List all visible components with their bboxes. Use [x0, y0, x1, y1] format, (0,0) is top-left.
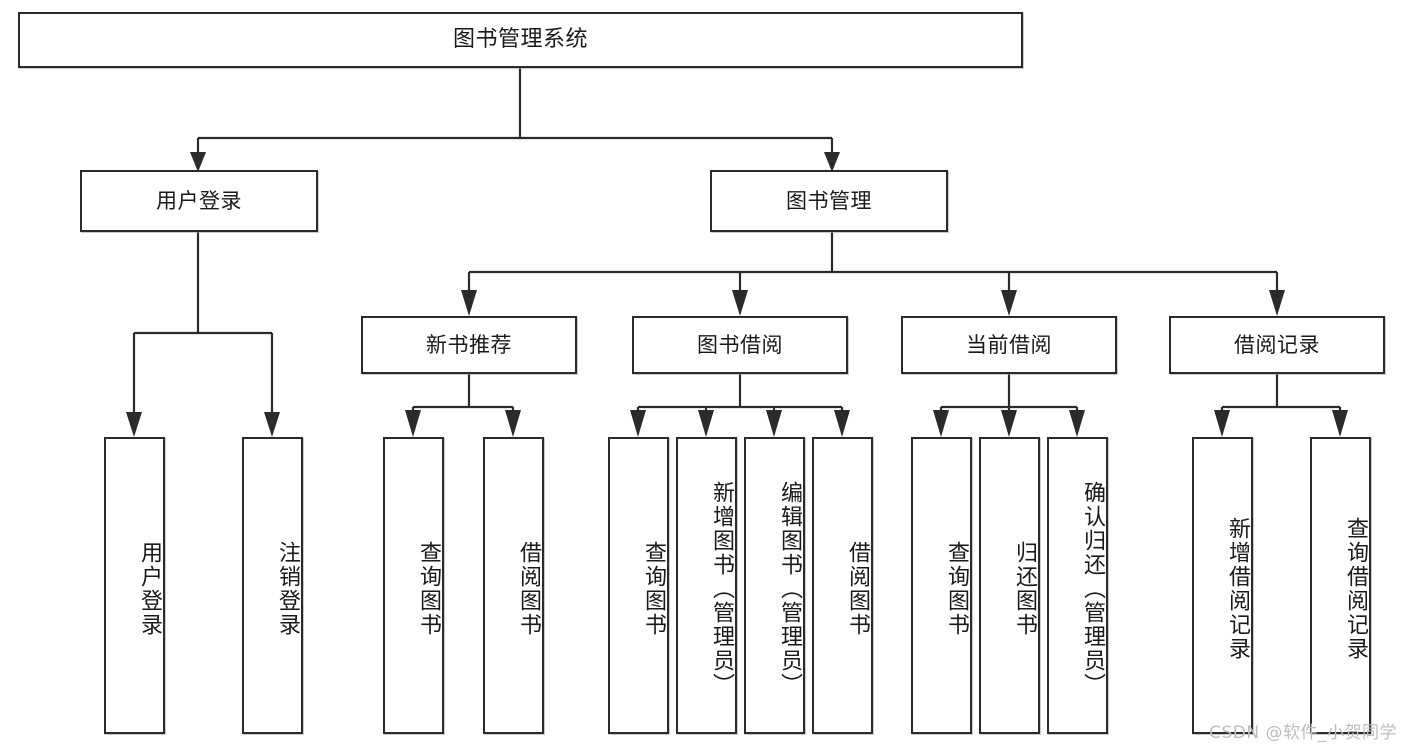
- node-label: 借阅图书: [516, 540, 541, 637]
- arrow-head-current-child-2: [1069, 410, 1085, 437]
- arrow-head-book-mgmt: [824, 152, 840, 172]
- arrow-head-user-login-child-0: [126, 412, 142, 437]
- arrow-head-borrow-child-2: [766, 410, 782, 437]
- leaf-user-login-0[interactable]: 用户登录: [104, 437, 165, 734]
- node-label: 新增借阅记录: [1225, 516, 1250, 661]
- arrow-head-borrow-child-0: [630, 410, 646, 437]
- arrow-head-level2-0: [461, 290, 477, 316]
- arrow-head-borrow-child-1: [698, 410, 714, 437]
- node-book-management[interactable]: 图书管理: [710, 170, 948, 232]
- node-label: 图书借阅: [697, 332, 783, 357]
- leaf-current-borrow-2[interactable]: 确认归还（管理员）: [1047, 437, 1108, 734]
- node-label: 图书管理: [786, 188, 872, 213]
- leaf-book-borrow-0[interactable]: 查询图书: [608, 437, 669, 734]
- node-label: 用户登录: [156, 188, 242, 213]
- node-new-book-recommend[interactable]: 新书推荐: [361, 316, 577, 374]
- arrow-head-records-child-1: [1332, 410, 1348, 437]
- arrow-head-current-child-1: [1001, 410, 1017, 437]
- leaf-new-book-recommend-1[interactable]: 借阅图书: [483, 437, 544, 734]
- node-label: 查询借阅记录: [1343, 516, 1368, 661]
- arrow-head-user-login: [190, 152, 206, 172]
- node-label: 当前借阅: [966, 332, 1052, 357]
- arrow-head-borrow-child-3: [834, 410, 850, 437]
- node-label: 查询图书: [416, 540, 441, 637]
- leaf-current-borrow-0[interactable]: 查询图书: [911, 437, 972, 734]
- arrow-head-level2-3: [1269, 290, 1285, 316]
- node-borrow-records[interactable]: 借阅记录: [1169, 316, 1385, 374]
- leaf-book-borrow-2[interactable]: 编辑图书（管理员）: [744, 437, 805, 734]
- node-label: 编辑图书（管理员）: [777, 480, 802, 697]
- node-label: 查询图书: [944, 540, 969, 637]
- node-current-borrow[interactable]: 当前借阅: [901, 316, 1117, 374]
- leaf-borrow-records-0[interactable]: 新增借阅记录: [1192, 437, 1253, 734]
- arrow-head-level2-2: [1001, 290, 1017, 316]
- node-label: 新书推荐: [426, 332, 512, 357]
- leaf-borrow-records-1[interactable]: 查询借阅记录: [1310, 437, 1371, 734]
- node-user-login[interactable]: 用户登录: [80, 170, 318, 232]
- node-label: 借阅图书: [845, 540, 870, 637]
- node-root-book-management-system[interactable]: 图书管理系统: [18, 12, 1023, 68]
- arrow-head-user-login-child-1: [264, 412, 280, 437]
- node-label: 用户登录: [137, 540, 162, 637]
- node-book-borrow[interactable]: 图书借阅: [632, 316, 848, 374]
- arrow-head-recommend-child-0: [405, 410, 421, 437]
- leaf-book-borrow-1[interactable]: 新增图书（管理员）: [676, 437, 737, 734]
- leaf-current-borrow-1[interactable]: 归还图书: [979, 437, 1040, 734]
- node-label: 确认归还（管理员）: [1080, 480, 1105, 697]
- node-label: 借阅记录: [1234, 332, 1320, 357]
- leaf-user-login-1[interactable]: 注销登录: [242, 437, 303, 734]
- arrow-head-records-child-0: [1214, 410, 1230, 437]
- arrow-head-recommend-child-1: [505, 410, 521, 437]
- node-label: 归还图书: [1012, 540, 1037, 637]
- watermark-text: CSDN @软件_小贺同学: [1209, 723, 1397, 743]
- node-label: 查询图书: [641, 540, 666, 637]
- leaf-new-book-recommend-0[interactable]: 查询图书: [383, 437, 444, 734]
- arrow-head-level2-1: [732, 290, 748, 316]
- node-label: 图书管理系统: [452, 27, 588, 53]
- node-label: 注销登录: [275, 540, 300, 637]
- arrow-head-current-child-0: [933, 410, 949, 437]
- node-label: 新增图书（管理员）: [709, 480, 734, 697]
- leaf-book-borrow-3[interactable]: 借阅图书: [812, 437, 873, 734]
